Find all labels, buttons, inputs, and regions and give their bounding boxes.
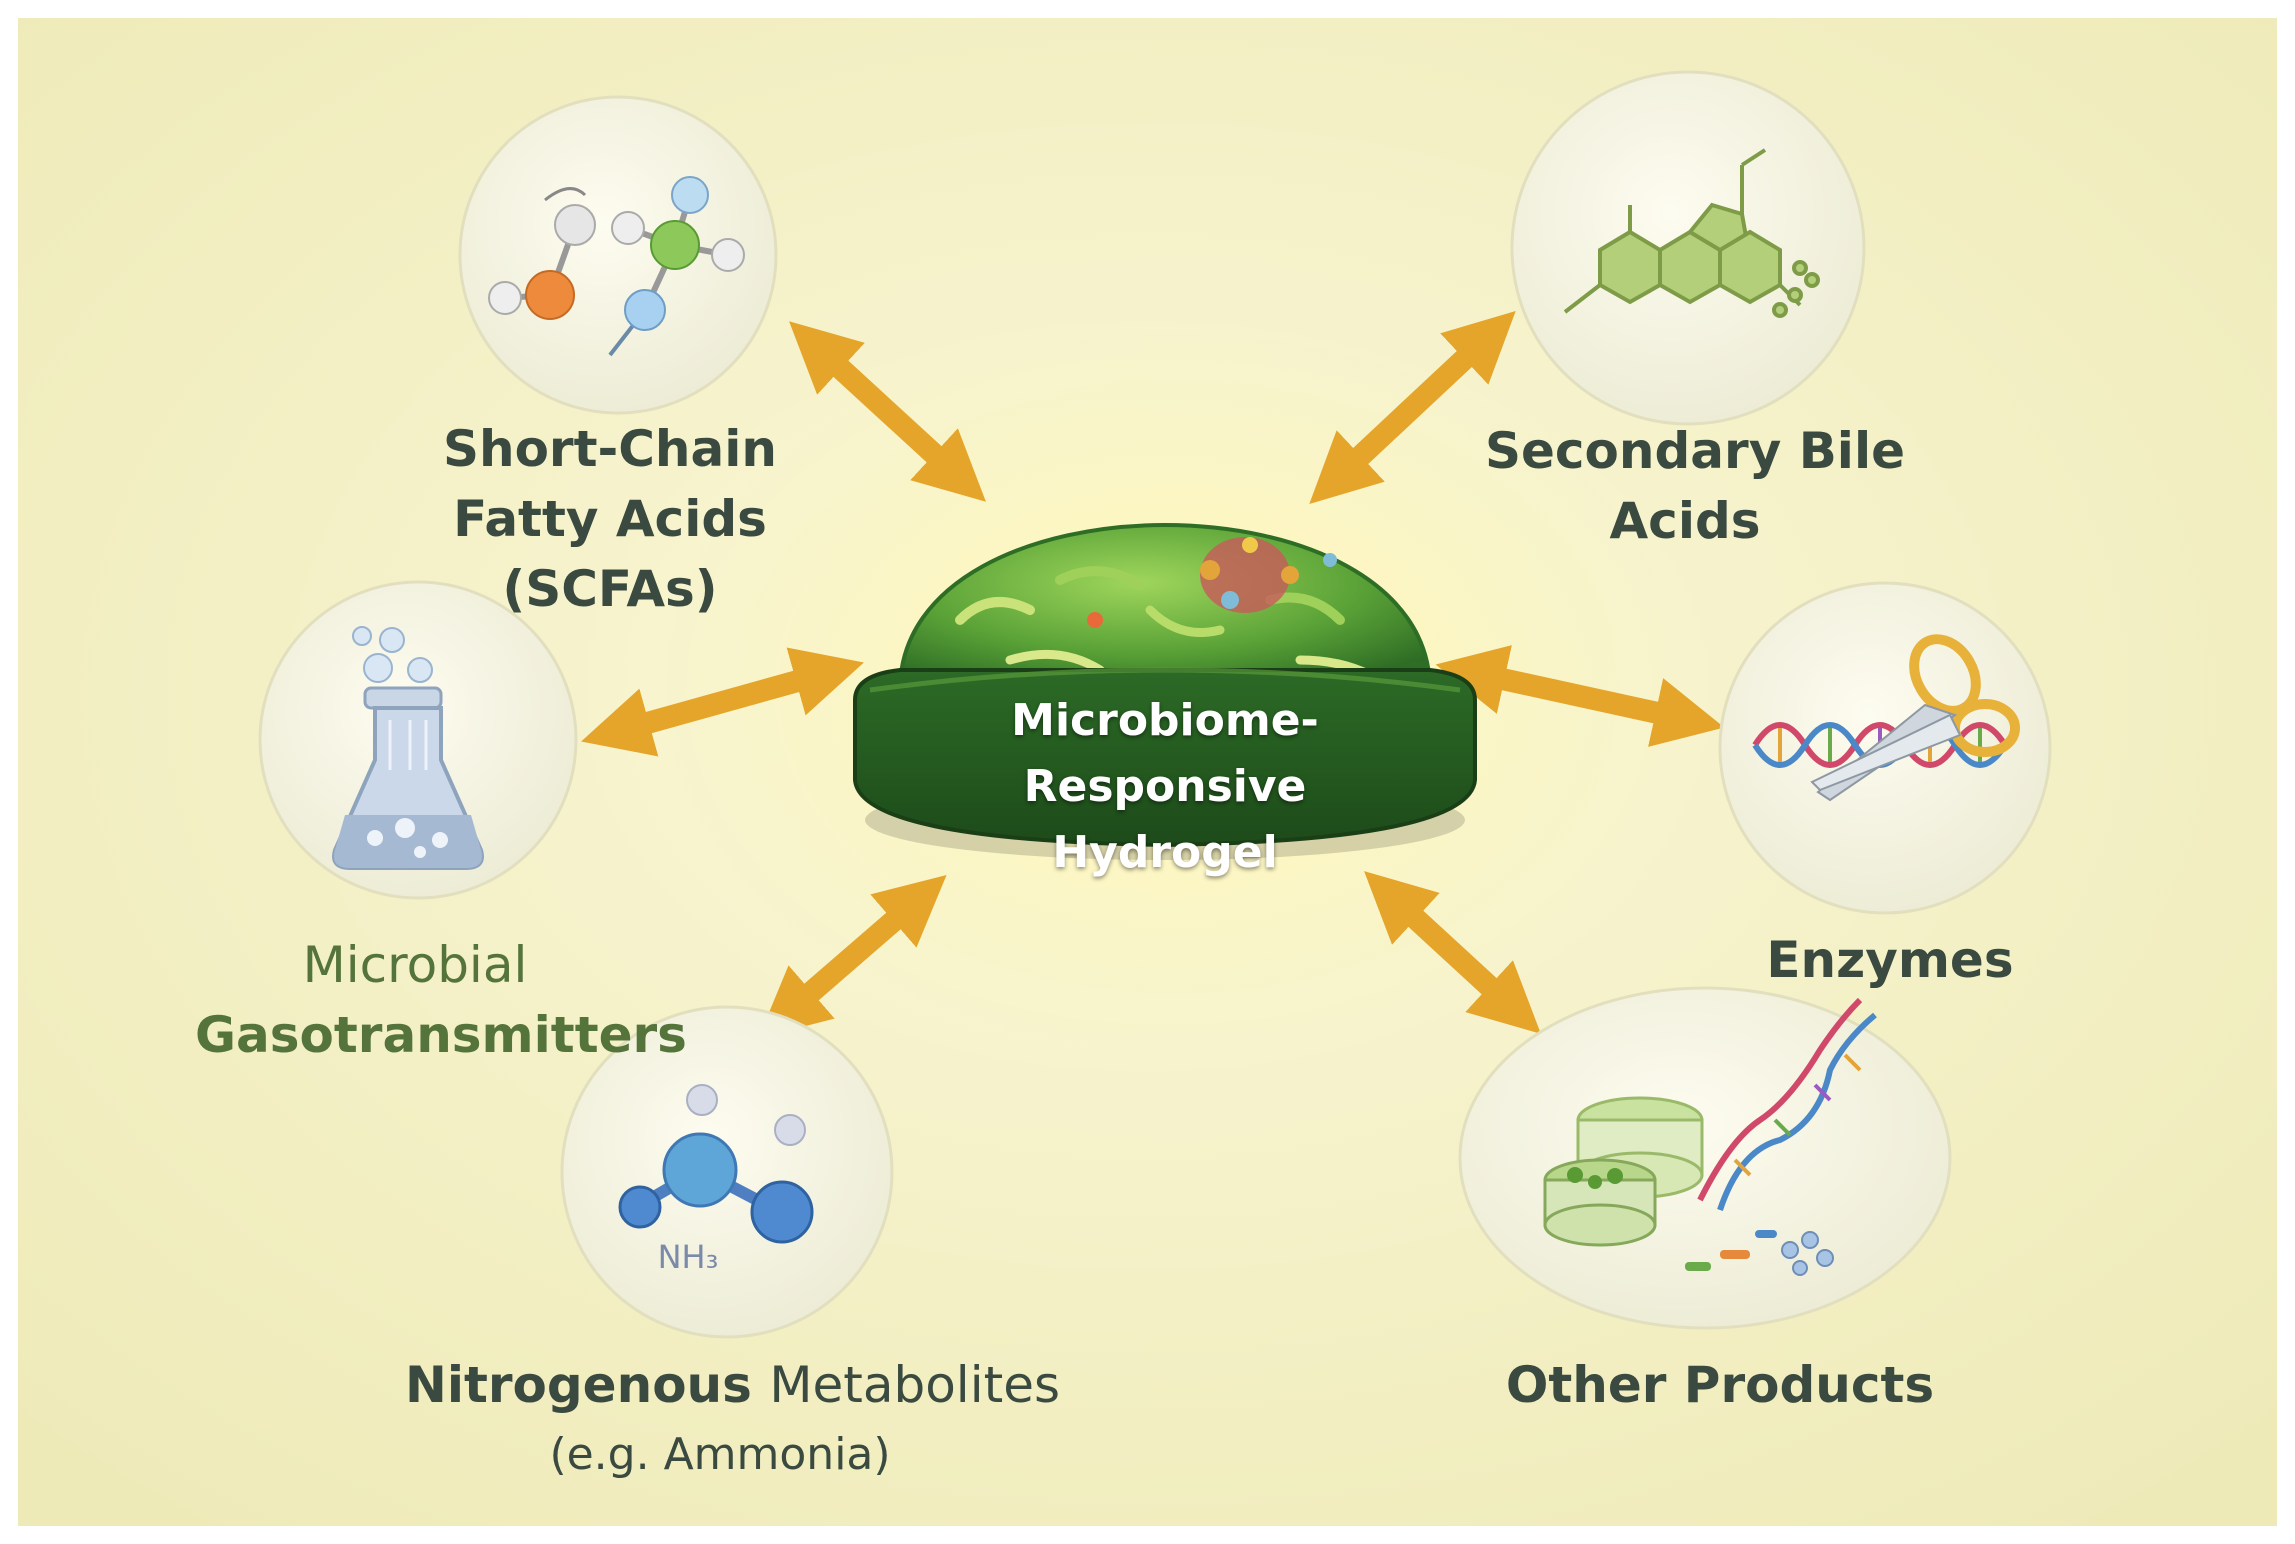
label-scfa-line1: Short-Chain xyxy=(442,420,778,478)
label-other-line1: Other Products xyxy=(1505,1356,1935,1414)
label-gaso-line2: Gasotransmitters xyxy=(195,1006,687,1064)
label-bile: Secondary Bile Acids xyxy=(1485,416,1905,556)
steroid-structure-icon xyxy=(1563,148,1820,318)
node-enzymes xyxy=(1718,581,2052,915)
ammonia-molecule-icon xyxy=(618,1084,814,1244)
arrow-scfa xyxy=(789,321,986,502)
label-enzymes: Enzymes xyxy=(1690,925,2090,995)
arrow-other xyxy=(1364,871,1541,1034)
node-gaso xyxy=(258,580,578,900)
label-nitro-normal: Metabolites xyxy=(769,1356,1061,1414)
arrows xyxy=(581,310,1725,1039)
label-nitro-bold: Nitrogenous xyxy=(405,1356,752,1414)
scissors-dna-icon xyxy=(1752,634,2020,802)
label-gaso-line1: Microbial xyxy=(302,936,528,994)
node-scfa xyxy=(458,95,778,415)
label-other: Other Products xyxy=(1480,1350,1960,1420)
arrow-gaso xyxy=(581,647,864,757)
label-bile-line2: Acids xyxy=(1609,492,1761,550)
node-bile xyxy=(1510,70,1866,426)
arrow-nitro xyxy=(758,874,947,1039)
flask-icon xyxy=(332,626,484,870)
node-other xyxy=(1458,986,1952,1330)
hydrogel-hub xyxy=(853,523,1477,860)
label-nitro-line2: (e.g. Ammonia) xyxy=(549,1429,891,1480)
node-nitro: NH₃ xyxy=(560,1005,894,1339)
node-other-circle xyxy=(1458,986,1952,1330)
label-gaso: Microbial Gasotransmitters xyxy=(195,930,687,1070)
hub-label: Microbiome-Responsive Hydrogel xyxy=(880,688,1450,886)
label-scfa: Short-Chain Fatty Acids (SCFAs) xyxy=(410,414,810,624)
hub-bacteria-pattern xyxy=(955,537,1375,680)
hub-label-line2: Hydrogel xyxy=(1052,827,1278,878)
label-scfa-line3: (SCFAs) xyxy=(502,560,718,618)
hub-base xyxy=(853,668,1477,848)
label-scfa-line2: Fatty Acids xyxy=(453,490,767,548)
label-enzymes-line1: Enzymes xyxy=(1766,931,2014,989)
node-scfa-circle xyxy=(458,95,778,415)
arrow-bile xyxy=(1309,310,1516,505)
label-nitro: Nitrogenous Metabolites (e.g. Ammonia) xyxy=(405,1350,1060,1490)
label-bile-line1: Secondary Bile xyxy=(1485,422,1905,480)
hub-dome xyxy=(897,523,1433,692)
ammonia-formula: NH₃ xyxy=(658,1238,719,1276)
arrow-enzymes xyxy=(1435,645,1725,747)
hub-label-line1: Microbiome-Responsive xyxy=(1011,695,1319,812)
label-nitro-line1: Nitrogenous Metabolites xyxy=(405,1350,1060,1420)
molecule-icon xyxy=(488,176,745,357)
petri-dish-dna-icon xyxy=(1543,997,1877,1276)
